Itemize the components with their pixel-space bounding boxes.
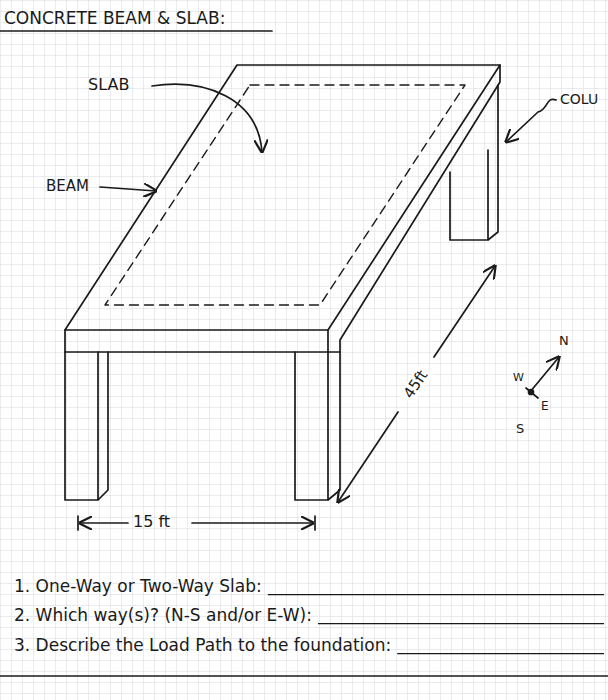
question: 2. Which way(s)? (N-S and/or E-W): [14,606,312,626]
column [450,85,498,240]
compass-line [526,388,538,398]
column [295,352,340,500]
question: 1. One-Way or Two-Way Slab: [14,577,262,597]
answer-line [0,675,608,676]
answer-blank [318,623,604,624]
compass-letter: N [559,334,569,349]
dimension-line [192,522,313,524]
compass-arrow [530,357,559,392]
answer-blank [268,594,604,595]
question: 3. Describe the Load Path to the foundat… [14,636,391,656]
slab-top [65,65,500,330]
compass-letter: S [516,422,524,437]
title-underline [0,30,272,32]
dimension: 15 ft [133,513,170,531]
title: CONCRETE BEAM & SLAB: [4,9,225,29]
slab-front [65,330,328,352]
leader-arrow [506,99,556,142]
part-label: BEAM [46,178,89,195]
compass-center [529,390,534,395]
beam-side [328,65,500,352]
dimension-line [338,412,398,502]
slab-outline-dashed [105,85,465,305]
compass-letter: E [541,400,549,414]
dimension-tick [314,516,316,530]
leader-arrow [100,187,156,191]
compass-letter: W [513,372,524,385]
leader-arrow [152,84,262,152]
part-label: SLAB [88,76,129,94]
column [65,352,108,500]
dimension-tick [77,516,79,530]
dimension-line [434,266,495,357]
dimension-line [80,522,128,524]
part-label: COLU [560,91,598,107]
answer-blank [397,653,604,654]
